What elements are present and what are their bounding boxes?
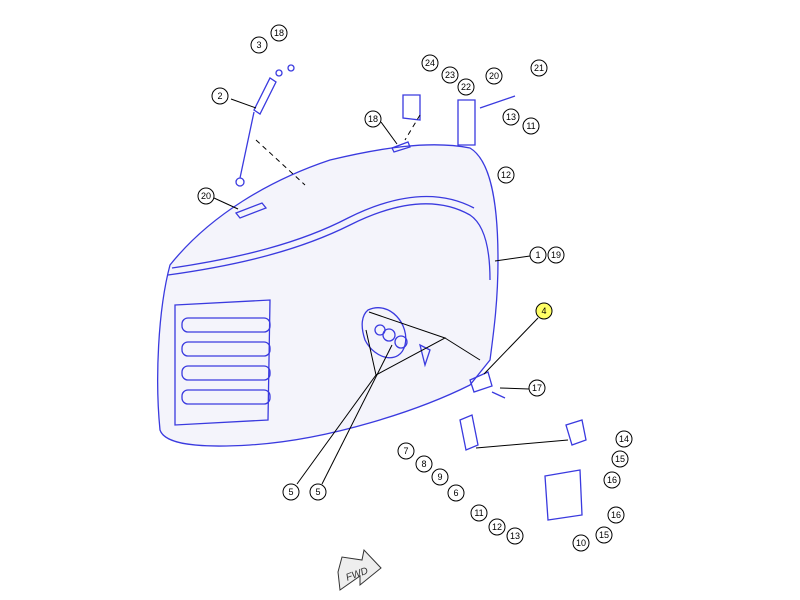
callout-18[interactable]: 18: [270, 24, 288, 42]
callout-label: 6: [453, 488, 458, 498]
callout-label: 14: [619, 434, 629, 444]
callout-label: 18: [274, 28, 284, 38]
callout-label: 5: [315, 487, 320, 497]
callout-3[interactable]: 3: [250, 36, 268, 54]
forward-direction-arrow: FWD: [337, 548, 382, 591]
callout-label: 23: [445, 70, 455, 80]
callout-11[interactable]: 11: [522, 117, 540, 135]
cowling-panel: [157, 144, 499, 447]
callout-label: 16: [611, 510, 621, 520]
callout-label: 22: [461, 82, 471, 92]
callout-16[interactable]: 16: [607, 506, 625, 524]
callout-15[interactable]: 15: [595, 526, 613, 544]
callout-label: 15: [615, 454, 625, 464]
callout-label: 7: [403, 446, 408, 456]
callout-24[interactable]: 24: [421, 54, 439, 72]
callout-label: 11: [526, 121, 535, 131]
callout-5[interactable]: 5: [309, 483, 327, 501]
callout-4[interactable]: 4: [535, 302, 553, 320]
callout-label: 2: [217, 91, 222, 101]
callout-1[interactable]: 1: [529, 246, 547, 264]
callout-21[interactable]: 21: [530, 59, 548, 77]
callout-label: 3: [256, 40, 261, 50]
callout-label: 8: [421, 459, 426, 469]
callout-label: 10: [576, 538, 586, 548]
latch-assembly: [361, 307, 587, 521]
bracket-20-left: [234, 202, 268, 219]
callout-5[interactable]: 5: [282, 483, 300, 501]
callout-label: 13: [506, 112, 516, 122]
callout-label: 12: [501, 170, 511, 180]
callout-18[interactable]: 18: [364, 110, 382, 128]
callout-12[interactable]: 12: [488, 518, 506, 536]
callout-7[interactable]: 7: [397, 442, 415, 460]
gas-strut: [235, 64, 295, 187]
hinge-bracket: [402, 94, 476, 146]
callout-8[interactable]: 8: [415, 455, 433, 473]
callout-14[interactable]: 14: [615, 430, 633, 448]
callout-label: 1: [535, 250, 540, 260]
callout-20[interactable]: 20: [197, 187, 215, 205]
callout-label: 17: [532, 383, 542, 393]
pin-18: [391, 141, 411, 153]
callout-13[interactable]: 13: [502, 108, 520, 126]
callout-label: 13: [510, 531, 520, 541]
callout-label: 11: [474, 508, 483, 518]
louver-vent: [174, 299, 271, 426]
rod-21: [479, 95, 516, 109]
callout-label: 4: [541, 306, 546, 316]
callout-label: 20: [201, 191, 211, 201]
callout-label: 15: [599, 530, 609, 540]
callout-16[interactable]: 16: [603, 471, 621, 489]
callout-11[interactable]: 11: [470, 504, 488, 522]
callout-22[interactable]: 22: [457, 78, 475, 96]
callout-label: 20: [489, 71, 499, 81]
callout-9[interactable]: 9: [431, 468, 449, 486]
callout-17[interactable]: 17: [528, 379, 546, 397]
callout-label: 5: [288, 487, 293, 497]
callout-label: 21: [534, 63, 544, 73]
callout-19[interactable]: 19: [547, 246, 565, 264]
callout-group: 18 3 2 20 24 23 22 20 21 18 13 11 12 1 19 4 17 7 8 9 6 5 5 14 15…: [197, 24, 633, 552]
callout-label: 18: [368, 114, 378, 124]
callout-10[interactable]: 10: [572, 534, 590, 552]
callout-label: 19: [551, 250, 561, 260]
callout-13[interactable]: 13: [506, 527, 524, 545]
leader-lines: [213, 98, 569, 485]
callout-15[interactable]: 15: [611, 450, 629, 468]
callout-20[interactable]: 20: [485, 67, 503, 85]
callout-23[interactable]: 23: [441, 66, 459, 84]
callout-label: 9: [437, 472, 442, 482]
callout-12[interactable]: 12: [497, 166, 515, 184]
callout-2[interactable]: 2: [211, 87, 229, 105]
callout-label: 12: [492, 522, 502, 532]
callout-6[interactable]: 6: [447, 484, 465, 502]
callout-label: 24: [425, 58, 435, 68]
callout-label: 16: [607, 475, 617, 485]
